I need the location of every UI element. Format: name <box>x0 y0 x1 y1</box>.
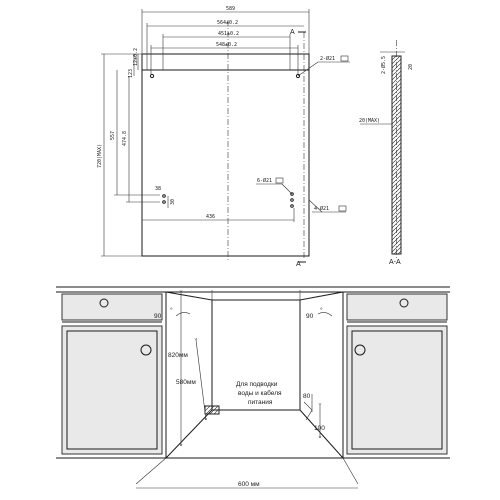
dim-side-top: 20 <box>408 64 414 70</box>
dim-564: 564±0.2 <box>217 20 238 26</box>
dim-30: 30 <box>170 199 176 205</box>
dim-436: 436 <box>206 214 215 220</box>
section-view: 2-Ø5.5 20 20(MAX) A-A <box>359 40 414 266</box>
hole <box>290 204 294 208</box>
section-mark-top: A <box>290 29 295 36</box>
angle-right: 90 <box>306 313 314 320</box>
hole <box>162 200 166 204</box>
dim-38: 38 <box>155 186 161 192</box>
height-820: 820мм <box>168 352 188 359</box>
note-line-1: Для подводки <box>236 381 278 388</box>
dim-557: 557 <box>110 131 116 140</box>
installation-view: 90 ° 90 ° 820мм 580мм Для подводки воды … <box>56 286 450 489</box>
width-600: 600 мм <box>238 481 260 488</box>
dim-overall-height: 720(MAX) <box>97 144 103 168</box>
callout-4-holes: 4-Ø21 <box>314 205 329 212</box>
callout-2-holes: 2-Ø21 <box>320 55 335 62</box>
dim-548: 548±0.2 <box>216 42 237 48</box>
right-drawer <box>346 293 448 321</box>
note-line-3: питания <box>248 399 273 406</box>
callout-6-holes: 6-Ø21 <box>257 177 272 184</box>
degree-right: ° <box>320 306 323 314</box>
dim-451: 451±0.2 <box>218 31 239 37</box>
front-view: 589 564±0.2 451±0.2 548±0.2 720(MAX) 557… <box>97 6 350 268</box>
section-label: A-A <box>389 259 401 266</box>
section-mark-bottom: A <box>296 261 301 268</box>
left-drawer <box>61 293 163 321</box>
left-cabinet-door <box>61 325 163 455</box>
hole <box>162 194 166 198</box>
hole <box>290 198 294 202</box>
hole <box>290 192 294 196</box>
dim-80: 80 <box>303 393 311 400</box>
hole <box>295 73 301 79</box>
note-line-2: воды и кабеля <box>238 389 282 397</box>
angle-left: 90 <box>154 313 162 320</box>
dim-12: 12±0.2 <box>133 48 139 66</box>
dim-474: 474.8 <box>122 131 128 146</box>
dim-123: 123 <box>128 69 134 78</box>
dim-2-holes-side: 2-Ø5.5 <box>380 56 387 74</box>
hole <box>149 73 155 79</box>
dim-20max: 20(MAX) <box>359 118 380 124</box>
depth-580: 580мм <box>176 379 196 386</box>
door-panel <box>141 53 310 257</box>
degree-left: ° <box>170 306 173 314</box>
dim-overall-width: 589 <box>226 6 235 12</box>
dim-100: 100 <box>314 425 325 432</box>
